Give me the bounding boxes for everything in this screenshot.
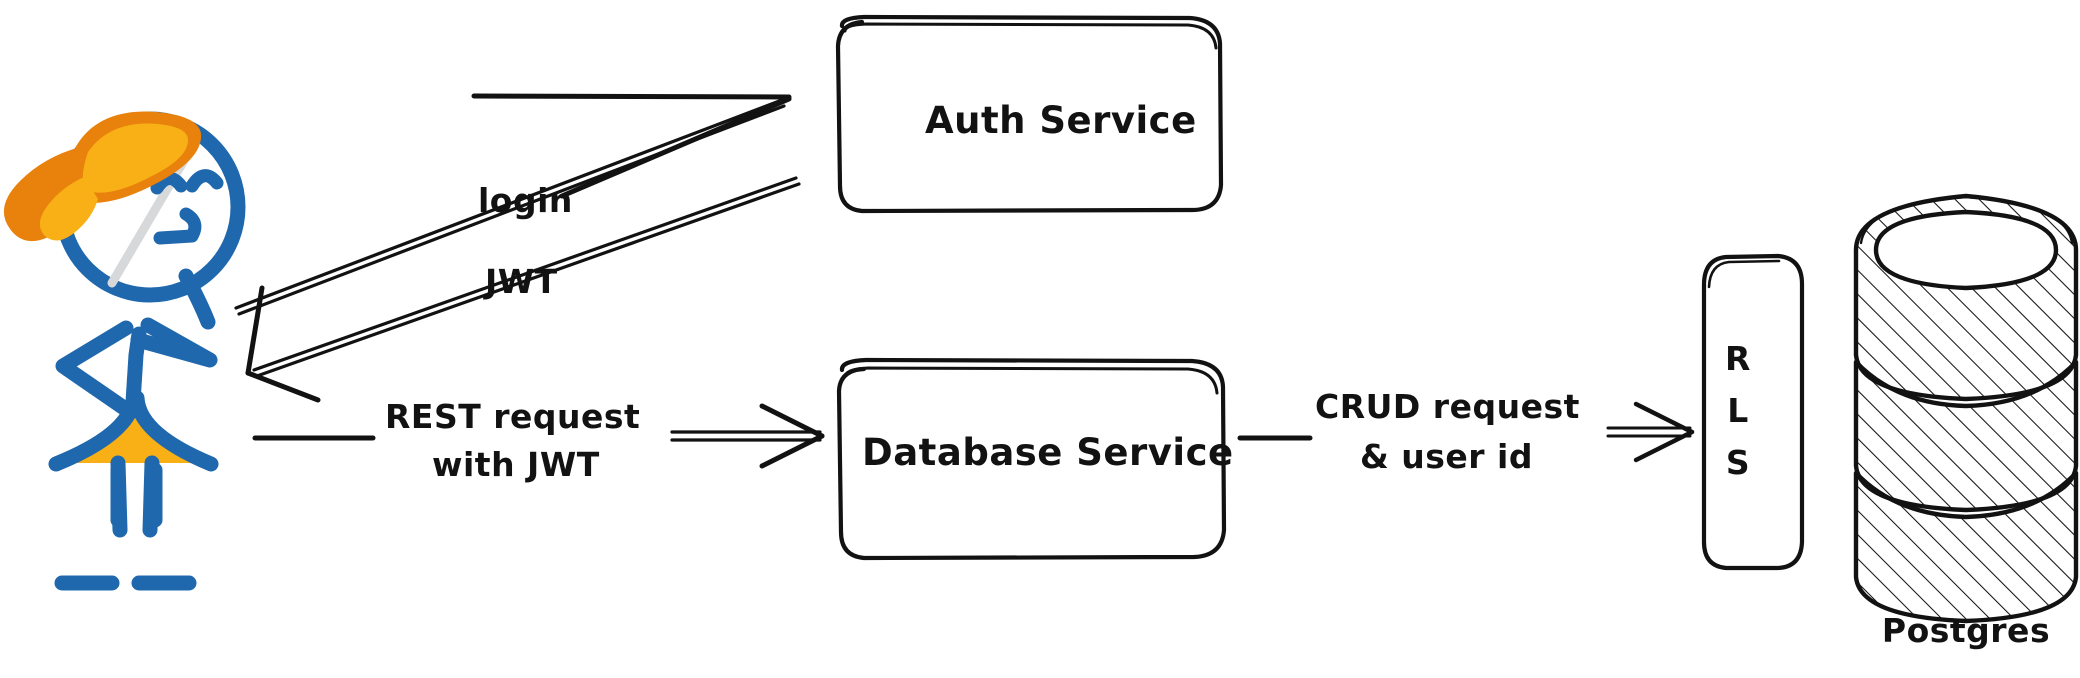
figure-bow-hat xyxy=(3,111,202,242)
node-database-service[interactable] xyxy=(836,357,1227,561)
edge-label-rest-request-line2: with JWT xyxy=(432,445,600,484)
rls-letter-r: R xyxy=(1725,339,1751,378)
edge-jwt xyxy=(245,176,801,403)
figure-right-arm xyxy=(130,317,218,368)
node-label-database-service: Database Service xyxy=(862,431,1234,474)
node-label-postgres: Postgres xyxy=(1882,611,2050,650)
rls-letter-s: S xyxy=(1726,443,1750,482)
rls-letter-l: L xyxy=(1727,391,1749,430)
figure-dress-right xyxy=(129,390,219,472)
node-label-auth-service: Auth Service xyxy=(925,99,1197,142)
node-auth-service[interactable] xyxy=(835,14,1224,214)
figure-lower-right xyxy=(142,455,160,538)
figure-torso xyxy=(125,326,147,410)
user-stick-figure xyxy=(3,111,246,591)
edge-label-crud-request-line2: & user id xyxy=(1360,437,1533,476)
edge-crud-request xyxy=(1237,401,1695,463)
node-rls[interactable] xyxy=(1701,253,1805,571)
edge-label-jwt: JWT xyxy=(483,262,558,301)
edge-login xyxy=(234,93,792,316)
face-nose-mouth-icon xyxy=(153,207,202,245)
figure-left-arm xyxy=(55,320,148,427)
edge-label-crud-request-line1: CRUD request xyxy=(1315,387,1580,426)
figure-neck xyxy=(178,268,216,330)
edge-label-login: login xyxy=(478,181,573,220)
eyebrow-right-icon xyxy=(185,169,224,193)
figure-lower-left xyxy=(110,455,128,538)
edge-rest-request xyxy=(252,403,825,469)
edge-label-rest-request-line1: REST request xyxy=(385,397,640,436)
node-postgres-cylinder[interactable] xyxy=(1853,193,2079,624)
eyebrow-left-icon xyxy=(150,172,188,195)
